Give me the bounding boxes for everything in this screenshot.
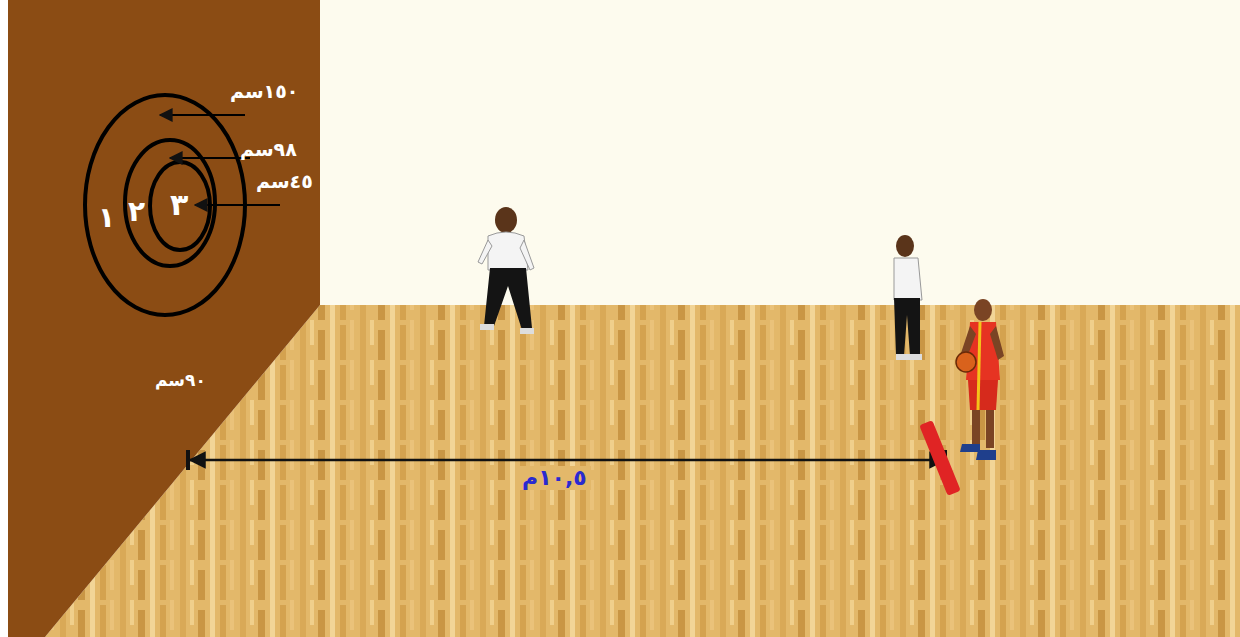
- target-wall: [8, 0, 320, 637]
- distance-tick: [186, 450, 190, 470]
- throw-line-marker: [919, 420, 960, 496]
- player: [956, 299, 1004, 460]
- official-left: [478, 207, 534, 334]
- back-wall: [320, 0, 1240, 305]
- ring-score: ٣: [170, 190, 188, 220]
- distance-label: ١٠,٥م: [518, 466, 591, 490]
- ring-score: ١: [98, 204, 115, 232]
- official-right: [894, 235, 922, 360]
- dimension-label: ١٥٠سم: [230, 82, 298, 101]
- dimension-label: ٤٥سم: [256, 172, 313, 191]
- distance-line: [190, 459, 945, 462]
- dimension-label: ٩٠سم: [155, 372, 206, 389]
- dimension-label: ٩٨سم: [240, 140, 297, 159]
- ring-score: ٢: [128, 198, 145, 226]
